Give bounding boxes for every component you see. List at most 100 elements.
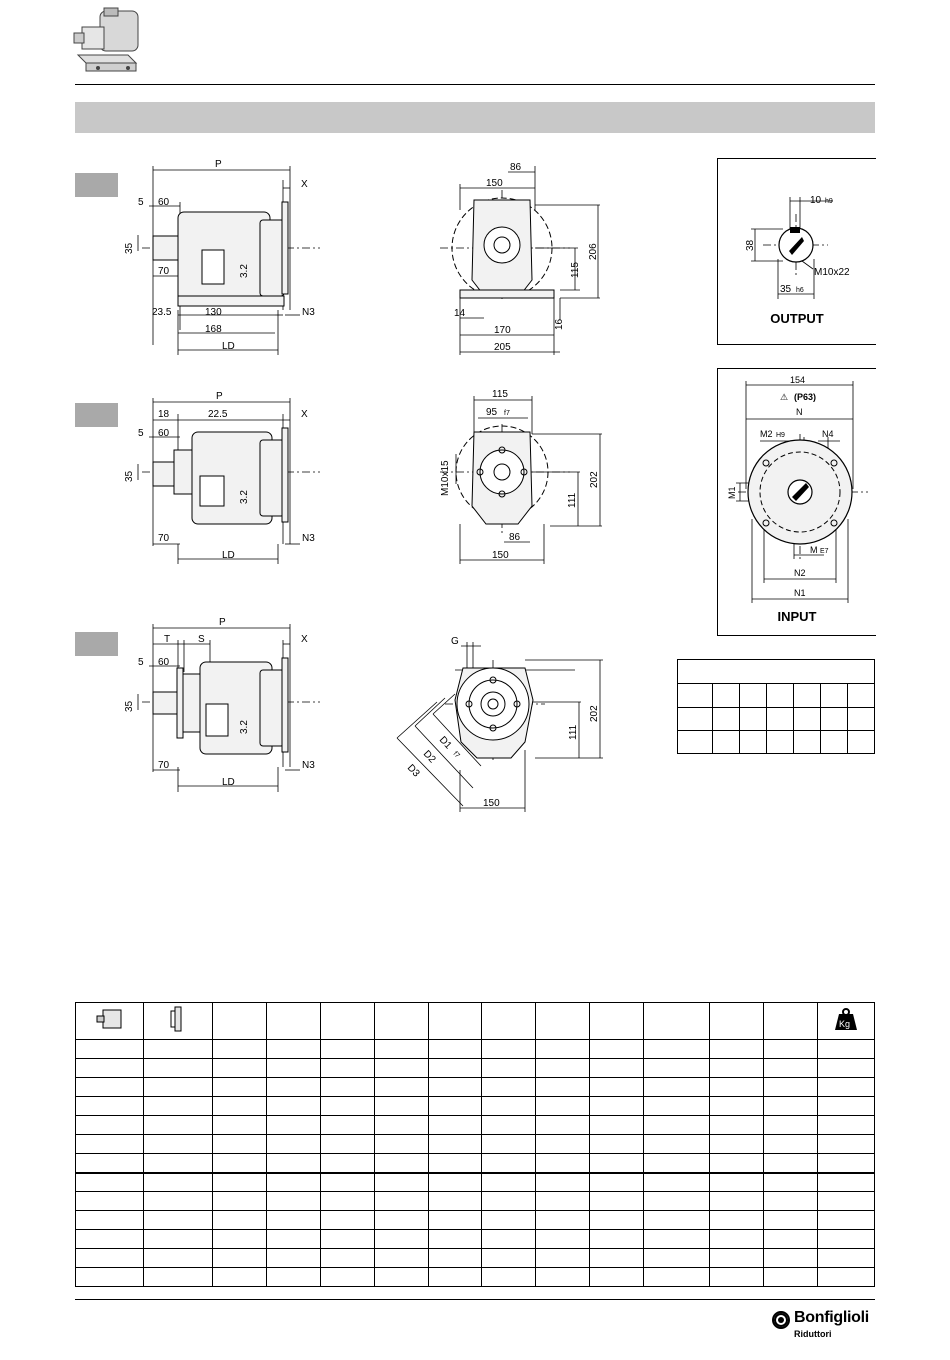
side2-P: P <box>216 391 223 402</box>
front-view-2: 115 95 f7 M10x15 202 111 86 150 <box>440 389 602 564</box>
side-view-3: P T S X 5 60 35 3.2 70 LD N3 <box>124 617 320 792</box>
input-p63: (P63) <box>794 392 816 402</box>
flange-icon <box>170 1006 182 1031</box>
side1-LD: LD <box>222 341 235 352</box>
front2-111: 111 <box>567 492 578 508</box>
front3-D2: D2 <box>421 749 438 766</box>
side2-X: X <box>301 409 308 420</box>
input-E7: E7 <box>820 548 829 555</box>
side2-22.5: 22.5 <box>208 409 228 420</box>
input-M: M <box>810 545 818 555</box>
front2-f7: f7 <box>504 410 510 417</box>
side3-3.2: 3.2 <box>239 720 250 734</box>
front1-14: 14 <box>454 308 466 319</box>
motor-icon <box>96 1009 122 1028</box>
flange-header-cell <box>142 1002 213 1040</box>
front1-170: 170 <box>494 325 511 336</box>
table-row <box>75 1267 876 1287</box>
footer-rule <box>75 1299 875 1300</box>
front2-95: 95 <box>486 407 498 418</box>
side3-S: S <box>198 634 205 645</box>
side2-70: 70 <box>158 533 170 544</box>
weight-icon: Kg <box>834 1007 857 1030</box>
front2-202: 202 <box>589 471 600 488</box>
gear-motor-icon <box>73 7 139 72</box>
side2-60: 60 <box>158 428 170 439</box>
side-view-2: P X 18 22.5 5 60 35 3.2 70 LD N3 <box>124 391 320 564</box>
bonfiglioli-logo-icon <box>772 1311 790 1329</box>
output-m10x22: M10x22 <box>814 267 850 278</box>
side2-35: 35 <box>124 470 135 482</box>
front1-115: 115 <box>570 262 581 278</box>
output-10: 10 <box>810 195 822 206</box>
front2-150: 150 <box>492 550 509 561</box>
side1-X: X <box>301 179 308 190</box>
side1-70: 70 <box>158 266 170 277</box>
table-row <box>75 1248 876 1268</box>
front1-16: 16 <box>554 318 565 330</box>
brand-sub: Riduttori <box>794 1329 832 1339</box>
side1-168: 168 <box>205 324 222 335</box>
front3-202: 202 <box>589 705 600 722</box>
side1-N3: N3 <box>302 307 315 318</box>
table-row <box>75 1134 876 1154</box>
svg-text:Kg: Kg <box>839 1019 850 1029</box>
row-tag-2 <box>75 403 118 427</box>
input-M1: M1 <box>727 486 737 499</box>
side3-5: 5 <box>138 657 144 668</box>
table-row <box>75 1172 876 1192</box>
side1-23.5: 23.5 <box>152 307 172 318</box>
title-band <box>75 102 875 133</box>
table-row <box>75 1096 876 1116</box>
input-M2: M2 <box>760 429 773 439</box>
side3-T: T <box>164 634 170 645</box>
output-35: 35 <box>780 284 792 295</box>
brand-logo: Bonfiglioli Riduttori <box>772 1309 882 1349</box>
table-row <box>75 1229 876 1249</box>
output-38: 38 <box>745 239 756 251</box>
front1-86: 86 <box>510 162 522 173</box>
side3-LD: LD <box>222 777 235 788</box>
side1-3.2: 3.2 <box>239 264 250 278</box>
input-N4: N4 <box>822 429 834 439</box>
input-154: 154 <box>790 375 805 385</box>
side3-35: 35 <box>124 700 135 712</box>
side2-3.2: 3.2 <box>239 490 250 504</box>
side3-70: 70 <box>158 760 170 771</box>
side-view-1: P X 5 60 35 70 3.2 23.5 130 168 LD N3 <box>124 159 320 355</box>
side1-130: 130 <box>205 307 222 318</box>
table-row <box>75 1115 876 1135</box>
front3-G: G <box>451 636 459 647</box>
side1-35: 35 <box>124 242 135 254</box>
input-N2: N2 <box>794 568 806 578</box>
table-row <box>75 1058 876 1078</box>
small-table-header <box>677 659 875 684</box>
table-row <box>75 1191 876 1211</box>
input-N: N <box>796 407 803 417</box>
output-h6: h6 <box>796 287 804 294</box>
input-N1: N1 <box>794 588 806 598</box>
weight-header-cell: Kg <box>816 1002 876 1040</box>
output-h9-10: h9 <box>825 198 833 205</box>
table-row <box>75 1153 876 1173</box>
side3-X: X <box>301 634 308 645</box>
front-view-3: G D1 f7 D2 D3 202 111 150 <box>396 636 603 812</box>
front1-150: 150 <box>486 178 503 189</box>
side3-60: 60 <box>158 657 170 668</box>
brand-name: Bonfiglioli <box>794 1309 869 1326</box>
table-row <box>75 1210 876 1230</box>
front3-D1: D1 <box>437 735 454 752</box>
front1-205: 205 <box>494 342 511 353</box>
warning-icon: ⚠ <box>780 392 788 402</box>
front2-115: 115 <box>492 389 508 400</box>
side1-P: P <box>215 159 222 170</box>
row-tag-3 <box>75 632 118 656</box>
side2-18: 18 <box>158 409 170 420</box>
input-H9: H9 <box>776 432 785 439</box>
dimension-table: Kg <box>75 1002 876 1287</box>
row-tag-1 <box>75 173 118 197</box>
front3-111: 111 <box>568 724 579 740</box>
side1-60: 60 <box>158 197 170 208</box>
side3-P: P <box>219 617 226 628</box>
front3-150: 150 <box>483 798 500 809</box>
